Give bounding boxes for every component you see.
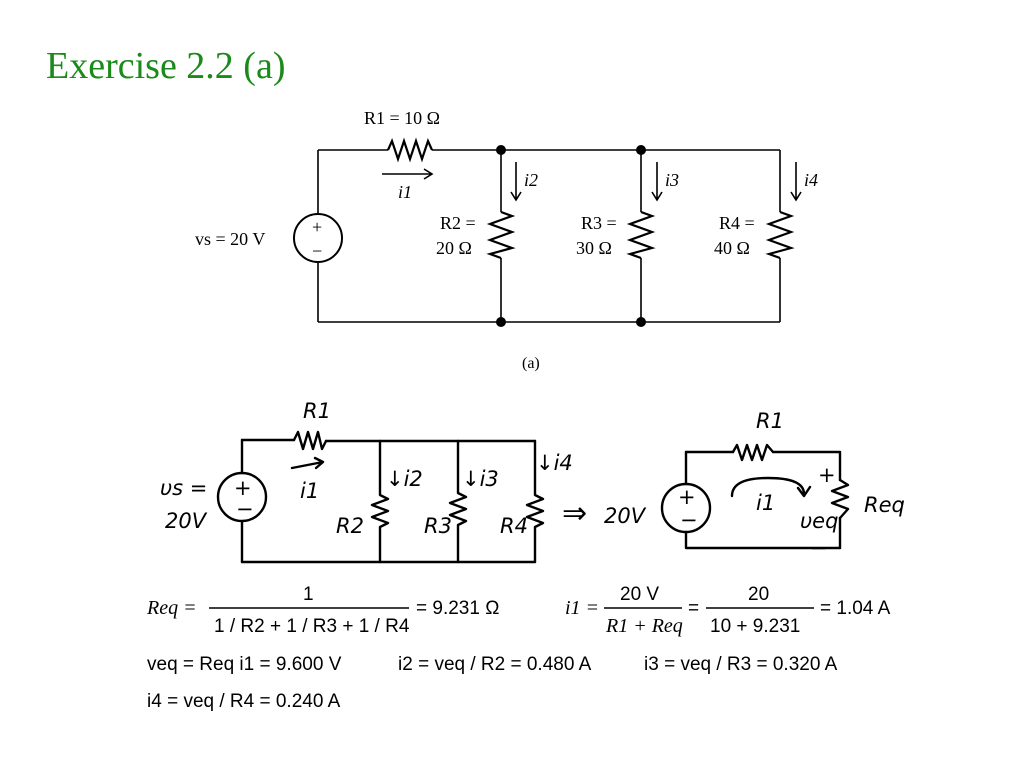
i3-label: i3 (665, 170, 679, 190)
r3-label-1: R3 = (581, 213, 617, 233)
sketch-eq-top (684, 450, 842, 550)
equations: Req = 1 1 / R2 + 1 / R3 + 1 / R4 = 9.231… (146, 584, 891, 712)
sketch-r1 (292, 430, 328, 451)
sketch-req-label: Req (864, 493, 905, 517)
i1-numerator-1: 20 V (620, 584, 659, 605)
resistor-r1 (386, 137, 434, 163)
arrow-i4 (790, 162, 802, 202)
req-numerator: 1 (303, 584, 314, 605)
sketch-r1-label: R1 (303, 399, 331, 423)
sketch-i1-label: i1 (300, 479, 319, 503)
i1-equals: = (688, 598, 699, 619)
sketch-eq-left (684, 450, 842, 550)
sketch-eq-plus: + (678, 485, 696, 509)
sketch-eq-i1-label: i1 (756, 491, 775, 515)
arrow-i3 (651, 162, 663, 202)
sketch-eq-source (660, 482, 712, 534)
circuit-a-labels: R1 = 10 Ω i1 i2 i3 i4 vs = 20 V + − R2 =… (195, 108, 818, 372)
circuit-diagram-a (293, 137, 802, 323)
sketch-top-wire (240, 438, 537, 443)
sketch-plus-left: + (234, 476, 252, 500)
r1-label: R1 = 10 Ω (364, 108, 440, 128)
sketch-loop-arrow (730, 476, 812, 498)
source-minus: − (312, 241, 322, 261)
sketch-eq-minus: − (680, 508, 698, 532)
sketch-vs-1: υs = (160, 476, 207, 500)
sketch-veq-plus: + (818, 463, 836, 487)
sketch-r2-label: R2 (336, 514, 364, 538)
resistor-r3 (626, 210, 656, 260)
handdrawn-circuit (216, 430, 850, 564)
sketch-minus-left: − (236, 497, 254, 521)
sketch-veq-minus: − (810, 536, 828, 560)
sketch-r4-branch (525, 439, 545, 564)
r2-label-2: 20 Ω (436, 238, 472, 258)
junction-dots (496, 145, 646, 327)
resistor-r4 (765, 210, 795, 260)
sketch-r3-branch (448, 439, 468, 564)
junction-dot (636, 317, 646, 327)
sketch-i2-label: ↓i2 (386, 467, 423, 491)
veq-equation: veq = Req i1 = 9.600 V (147, 654, 342, 675)
resistor-r2 (486, 210, 516, 260)
i4-label: i4 (804, 170, 818, 190)
sketch-implies-arrow: ⇒ (562, 496, 587, 531)
req-lhs: Req = (146, 597, 197, 619)
figure-caption: (a) (522, 355, 540, 372)
sketch-eq-r1 (731, 443, 775, 462)
sketch-i4-label: ↓i4 (536, 451, 573, 475)
i1-label: i1 (398, 182, 412, 202)
i3-equation: i3 = veq / R3 = 0.320 A (644, 654, 838, 675)
junction-dot (496, 317, 506, 327)
source-label: vs = 20 V (195, 229, 265, 249)
sketch-labels: υs = 20V R1 i1 ↓i2 ↓i3 ↓i4 R2 R3 R4 ⇒ 20… (160, 399, 905, 560)
sketch-veq-label: υeq (800, 509, 838, 533)
sketch-r2-branch (370, 439, 390, 564)
i2-label: i2 (524, 170, 538, 190)
sketch-source (216, 471, 268, 523)
i1-denominator-1: R1 + Req (605, 615, 683, 637)
source-plus: + (312, 217, 322, 237)
i1-denominator-2: 10 + 9.231 (710, 616, 800, 637)
req-result: = 9.231 Ω (416, 598, 499, 619)
sketch-req (830, 478, 850, 520)
junction-dot (496, 145, 506, 155)
arrow-i2 (510, 162, 522, 202)
i2-equation: i2 = veq / R2 = 0.480 A (398, 654, 592, 675)
page-title: Exercise 2.2 (a) (46, 45, 286, 87)
sketch-eq-r1-label: R1 (756, 409, 784, 433)
i1-numerator-2: 20 (748, 584, 769, 605)
sketch-i1-arrow (290, 456, 325, 470)
voltage-source-a (293, 213, 343, 263)
sketch-r3-label: R3 (424, 514, 452, 538)
r2-label-1: R2 = (440, 213, 476, 233)
sketch-source-value: 20V (604, 504, 647, 528)
i4-equation: i4 = veq / R4 = 0.240 A (147, 691, 341, 712)
sketch-i3-label: ↓i3 (462, 467, 499, 491)
r4-label-2: 40 Ω (714, 238, 750, 258)
r4-label-1: R4 = (719, 213, 755, 233)
sketch-r4-label: R4 (500, 514, 528, 538)
req-denominator: 1 / R2 + 1 / R3 + 1 / R4 (214, 616, 410, 637)
r3-label-2: 30 Ω (576, 238, 612, 258)
junction-dot (636, 145, 646, 155)
arrow-i1 (382, 168, 434, 180)
i1-result: = 1.04 A (820, 598, 891, 619)
i1-lhs: i1 = (565, 597, 599, 619)
sketch-vs-2: 20V (165, 509, 208, 533)
